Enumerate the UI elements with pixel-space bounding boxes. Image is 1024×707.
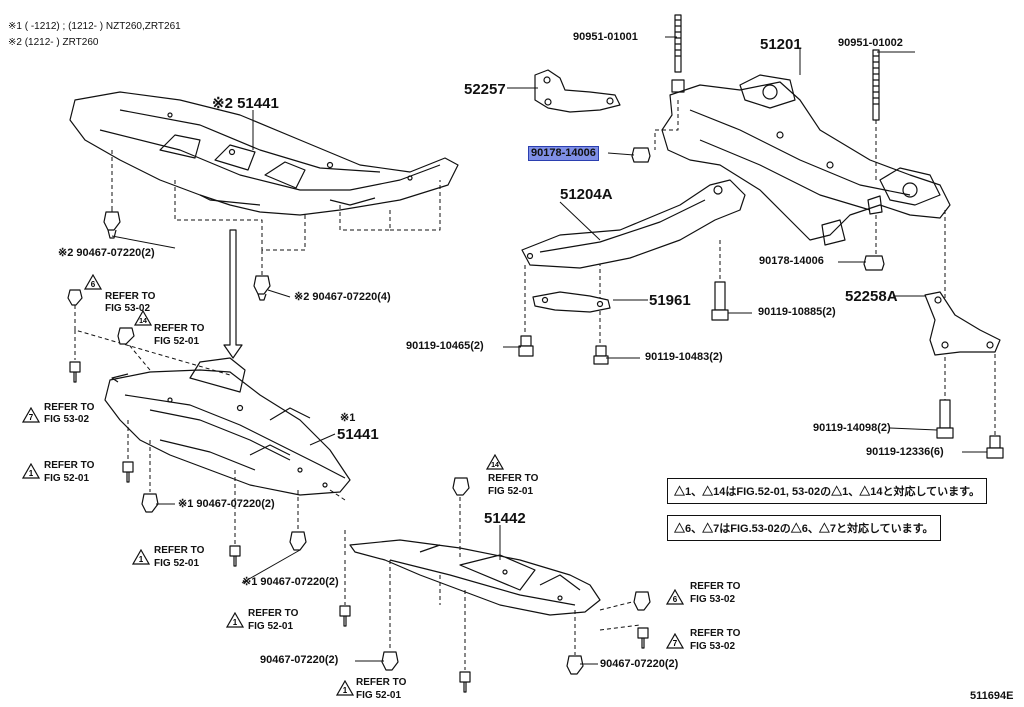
part-90467-07220-top-mid[interactable]: ※2 90467-07220(4) [294, 291, 391, 303]
svg-text:14: 14 [139, 318, 147, 325]
under-cover-51441-lower [104, 357, 351, 496]
applicability-note-1: ※1 ( -1212) ; (1212- ) NZT260,ZRT261 [8, 21, 181, 32]
nuts-right [631, 147, 885, 271]
refer-fig: FIG 53-02 [105, 303, 151, 314]
svg-text:6: 6 [673, 595, 678, 604]
svg-text:1: 1 [139, 555, 144, 564]
refer-fig: FIG 52-01 [488, 486, 534, 497]
under-cover-51442 [349, 539, 601, 616]
refer-text: REFER TO [690, 628, 741, 639]
refer-text: REFER TO [488, 473, 539, 484]
svg-text:1: 1 [233, 618, 238, 627]
refer-fig: FIG 53-02 [690, 594, 736, 605]
part-51441-upper[interactable]: ※2 51441 [212, 95, 279, 112]
part-90951-01001[interactable]: 90951-01001 [573, 31, 638, 43]
svg-text:1: 1 [343, 686, 348, 695]
part-90467-07220-mid-1[interactable]: ※1 90467-07220(2) [178, 498, 275, 510]
refer-fig: FIG 52-01 [154, 558, 200, 569]
refer-fig: FIG 52-01 [154, 336, 200, 347]
refer-text: REFER TO [690, 581, 741, 592]
bracket-52258A [924, 291, 1001, 356]
part-90178-14006[interactable]: 90178-14006 [759, 255, 824, 267]
bracket-52257 [534, 69, 621, 113]
clips-bottom [339, 477, 651, 693]
refer-fig: FIG 52-01 [356, 690, 402, 701]
down-arrow [223, 229, 243, 359]
part-90119-10885[interactable]: 90119-10885(2) [758, 306, 836, 318]
refer-fig: FIG 52-01 [248, 621, 294, 632]
refer-fig: FIG 53-02 [690, 641, 736, 652]
part-90178-14006-highlighted[interactable]: 90178-14006 [528, 146, 599, 161]
svg-text:1: 1 [29, 469, 34, 478]
part-90467-07220-mid-2[interactable]: ※1 90467-07220(2) [242, 576, 339, 588]
part-90119-10465[interactable]: 90119-10465(2) [406, 340, 484, 352]
part-51961[interactable]: 51961 [649, 292, 691, 309]
clips-lower-left [67, 289, 307, 567]
svg-text:14: 14 [491, 462, 499, 469]
part-51442[interactable]: 51442 [484, 510, 526, 527]
refer-text: REFER TO [248, 608, 299, 619]
refer-text: REFER TO [154, 323, 205, 334]
refer-fig: FIG 52-01 [44, 473, 90, 484]
part-90467-07220-bottom-right[interactable]: 90467-07220(2) [600, 658, 679, 670]
refer-text: REFER TO [154, 545, 205, 556]
brace-51204A [521, 179, 746, 269]
crossmember-51201 [661, 74, 951, 246]
part-52257[interactable]: 52257 [464, 81, 506, 98]
part-51441-lower[interactable]: 51441 [337, 426, 379, 443]
part-52258A[interactable]: 52258A [845, 288, 898, 305]
legend-box-1: △1、△14はFIG.52-01, 53-02の△1、△14と対応しています。 [667, 478, 988, 504]
refer-text: REFER TO [44, 402, 95, 413]
figure-code: 511694E [970, 690, 1014, 702]
part-51204A[interactable]: 51204A [560, 186, 613, 203]
svg-text:7: 7 [673, 639, 678, 648]
part-90119-14098[interactable]: 90119-14098(2) [813, 422, 891, 434]
part-90467-07220-top-left[interactable]: ※2 90467-07220(2) [58, 247, 155, 259]
part-90951-01002[interactable]: 90951-01002 [838, 37, 903, 49]
part-51201[interactable]: 51201 [760, 36, 802, 53]
refer-text: REFER TO [105, 291, 156, 302]
stud-bolts [674, 14, 880, 121]
svg-text:7: 7 [29, 413, 34, 422]
part-90467-07220-bottom-left[interactable]: 90467-07220(2) [260, 654, 339, 666]
part-90119-12336[interactable]: 90119-12336(6) [866, 446, 944, 458]
bracket-51961 [532, 291, 611, 313]
refer-text: REFER TO [356, 677, 407, 688]
refer-text: REFER TO [44, 460, 95, 471]
applicability-note-2: ※2 (1212- ) ZRT260 [8, 37, 99, 48]
part-51441-lower-mark: ※1 [340, 412, 356, 424]
refer-fig: FIG 53-02 [44, 414, 90, 425]
svg-text:6: 6 [91, 280, 96, 289]
under-cover-51441-upper [69, 91, 459, 216]
legend-box-2: △6、△7はFIG.53-02の△6、△7と対応しています。 [667, 515, 941, 541]
bolts-right [518, 281, 1004, 459]
part-90119-10483[interactable]: 90119-10483(2) [645, 351, 723, 363]
clip-90467-upper [103, 211, 271, 301]
